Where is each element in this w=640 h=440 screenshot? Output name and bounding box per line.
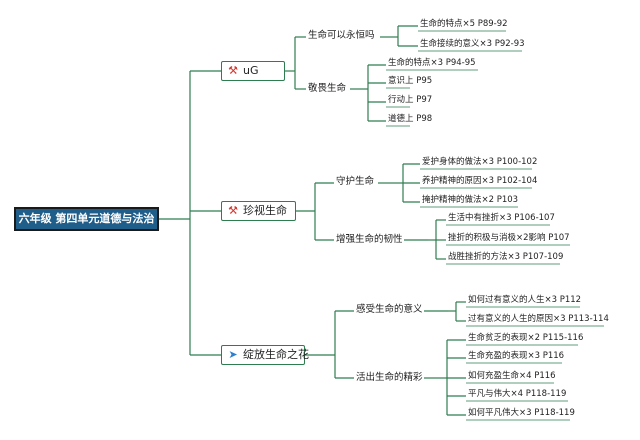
branch-label: uG xyxy=(243,64,259,77)
branch-cherish-life[interactable]: ⚒ 珍视生命 xyxy=(221,201,296,221)
branch-label: 绽放生命之花 xyxy=(243,348,309,361)
branch-bloom-life[interactable]: ➤ 绽放生命之花 xyxy=(221,345,309,365)
root-topic[interactable]: 六年级 第四单元道德与法治 xyxy=(14,207,159,231)
leaf-item[interactable]: 养护精神的原因×3 P102-104 xyxy=(422,176,538,186)
leaf-item[interactable]: 生活中有挫折×3 P106-107 xyxy=(448,213,555,223)
leaf-item[interactable]: 如何充盈生命×4 P116 xyxy=(468,371,556,381)
leaf-item[interactable]: 生命的特点×3 P94-95 xyxy=(388,58,476,68)
leaf-item[interactable]: 战胜挫折的方法×3 P107-109 xyxy=(448,252,564,262)
tools-icon: ⚒ xyxy=(228,64,238,77)
leaf-item[interactable]: 生命的特点×5 P89-92 xyxy=(420,19,508,29)
subtopic-meaning-of-life[interactable]: 感受生命的意义 xyxy=(356,304,423,315)
leaf-item[interactable]: 过有意义的人生的原因×3 P113-114 xyxy=(468,314,609,324)
tools-icon: ⚒ xyxy=(228,204,238,217)
paper-plane-icon: ➤ xyxy=(228,348,238,361)
subtopic-live-brilliantly[interactable]: 活出生命的精彩 xyxy=(356,372,423,383)
leaf-item[interactable]: 掩护精神的做法×2 P103 xyxy=(422,195,519,205)
leaf-item[interactable]: 意识上 P95 xyxy=(388,76,433,86)
branch-label: 珍视生命 xyxy=(243,204,287,217)
subtopic-revere-life[interactable]: 敬畏生命 xyxy=(308,83,347,94)
leaf-item[interactable]: 如何平凡伟大×3 P118-119 xyxy=(468,408,575,418)
subtopic-eternal-life[interactable]: 生命可以永恒吗 xyxy=(308,30,375,41)
leaf-item[interactable]: 行动上 P97 xyxy=(388,95,433,105)
leaf-item[interactable]: 生命贫乏的表现×2 P115-116 xyxy=(468,333,584,343)
leaf-item[interactable]: 挫折的积极与消极×2影响 P107 xyxy=(448,233,570,243)
branch-ug[interactable]: ⚒ uG xyxy=(221,61,285,81)
leaf-item[interactable]: 生命充盈的表现×3 P116 xyxy=(468,351,565,361)
leaf-item[interactable]: 生命接续的意义×3 P92-93 xyxy=(420,39,525,49)
subtopic-guard-life[interactable]: 守护生命 xyxy=(336,176,375,187)
leaf-item[interactable]: 平凡与伟大×4 P118-119 xyxy=(468,389,567,399)
leaf-item[interactable]: 道德上 P98 xyxy=(388,114,433,124)
subtopic-resilience[interactable]: 增强生命的韧性 xyxy=(336,234,403,245)
leaf-item[interactable]: 如何过有意义的人生×3 P112 xyxy=(468,295,582,305)
leaf-item[interactable]: 爱护身体的做法×3 P100-102 xyxy=(422,157,538,167)
